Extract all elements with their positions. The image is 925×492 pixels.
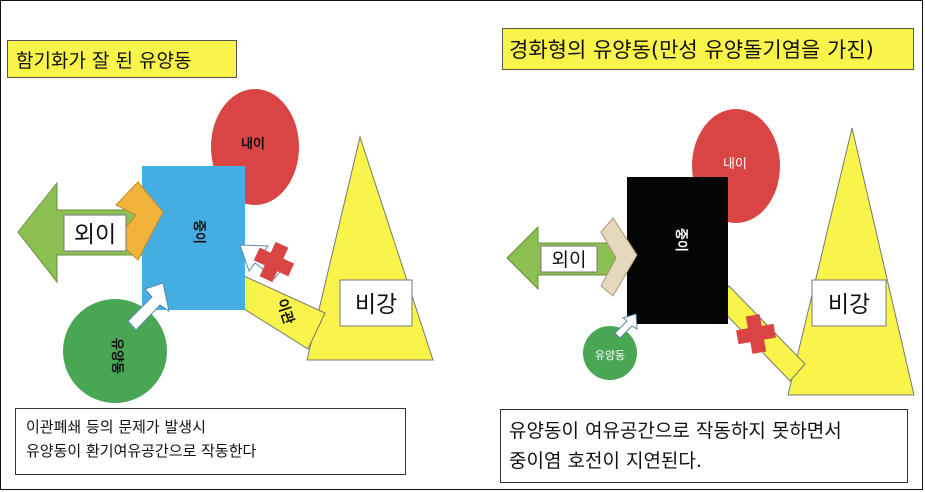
left-nasopharynx-label: 비강 [355, 292, 397, 318]
right-caption-line-2: 중이염 호전이 지연된다. [509, 450, 702, 472]
right-inner-ear-label: 내이 [723, 157, 747, 172]
left-middle-ear-label: 중이 [191, 220, 207, 244]
left-caption-line-1: 이관폐쇄 등의 문제가 발생시 [26, 418, 206, 436]
right-nasopharynx-label: 비강 [828, 292, 870, 318]
left-title-box: 함기화가 잘 된 유양동 [7, 40, 237, 78]
right-title: 경화형의 유양동(만성 유양돌기염을 가진) [509, 38, 874, 62]
right-mastoid-circle [583, 326, 637, 380]
right-middle-ear-box [627, 177, 728, 324]
left-blockage-cross [253, 241, 295, 283]
left-outer-ear-label-box [63, 214, 127, 252]
right-caption-line-1: 유양동이 여유공간으로 작동하지 못하면서 [509, 420, 842, 442]
left-inner-ear-label: 내이 [241, 136, 265, 152]
right-nasopharynx-triangle [787, 127, 915, 396]
right-blockage-cross [736, 314, 776, 354]
left-mastoid-white-arrow [127, 282, 170, 331]
left-caption-box: 이관폐쇄 등의 문제가 발생시 유양동이 환기여유공간으로 작동한다 [15, 408, 406, 475]
left-chevron [115, 181, 164, 261]
left-nasopharynx-triangle [306, 135, 434, 361]
right-title-box: 경화형의 유양동(만성 유양돌기염을 가진) [502, 28, 914, 70]
right-caption-box: 유양동이 여유공간으로 작동하지 못하면서 중이염 호전이 지연된다. [500, 409, 908, 483]
right-mastoid-label: 유양동 [595, 349, 625, 362]
right-mastoid-white-arrow [614, 313, 638, 339]
right-chevron [600, 217, 638, 297]
left-outer-ear-label: 외이 [74, 222, 116, 248]
right-middle-ear-label: 중이 [673, 228, 689, 252]
left-nasopharynx-label-box [339, 279, 413, 327]
right-outer-ear-label-box [540, 245, 598, 273]
left-title: 함기화가 잘 된 유양동 [16, 49, 192, 72]
left-mastoid-label: 유양동 [109, 338, 124, 374]
right-nasopharynx-label-box [811, 279, 887, 327]
left-caption-line-2: 유양동이 환기여유공간으로 작동한다 [26, 442, 257, 460]
right-outer-ear-label: 외이 [552, 249, 587, 271]
